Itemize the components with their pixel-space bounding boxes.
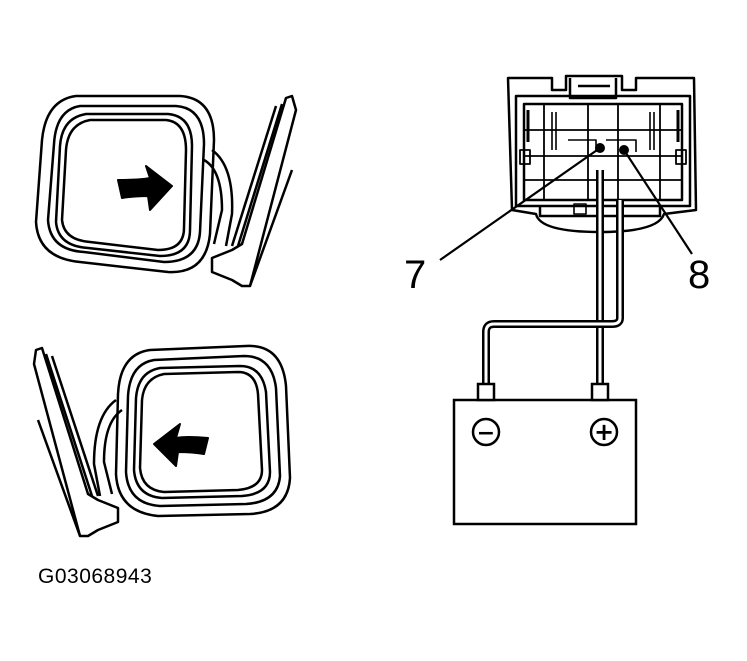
arrow-right-icon — [117, 165, 173, 211]
plus-sign: + — [594, 418, 614, 446]
mirror-lower — [32, 344, 292, 538]
positive-post — [590, 382, 610, 402]
minus-sign: − — [477, 421, 495, 446]
lead-negative — [482, 200, 624, 386]
arrow-left-icon — [153, 423, 209, 467]
callout-7: 7 — [404, 253, 426, 297]
positive-terminal-symbol — [589, 417, 619, 447]
leader-line-8 — [623, 149, 693, 255]
figure-code: G03068943 — [38, 565, 153, 588]
negative-terminal-symbol — [471, 417, 501, 447]
battery — [452, 382, 638, 526]
callout-8: 8 — [688, 253, 710, 297]
leader-line-7 — [439, 147, 601, 261]
negative-post — [476, 382, 496, 402]
